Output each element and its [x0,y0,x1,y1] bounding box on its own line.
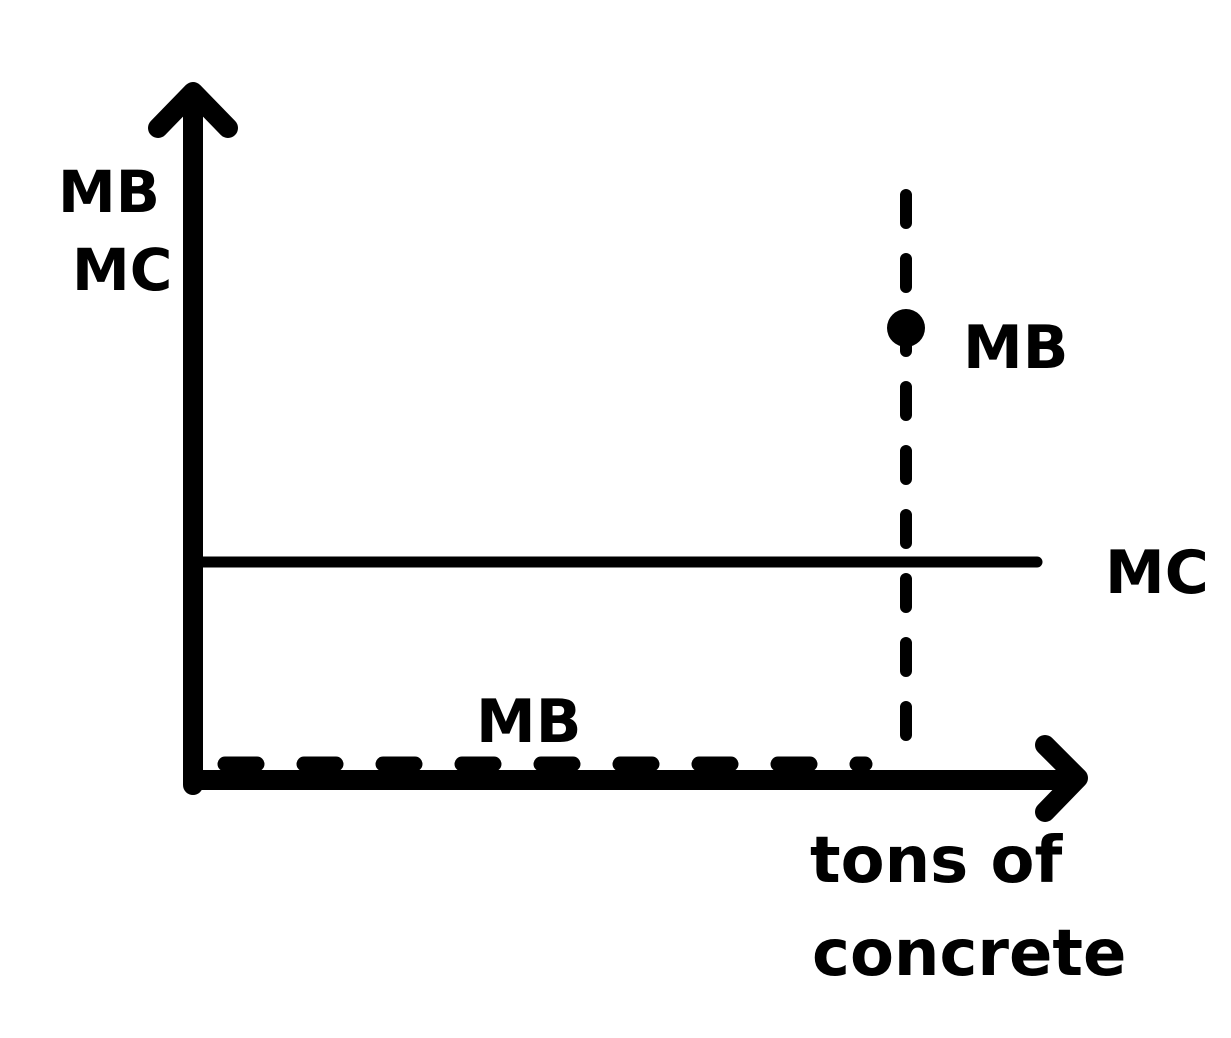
mb-point [887,309,925,347]
y-axis-label-mb: MB [58,158,160,226]
mb-point-label: MB [963,313,1068,383]
y-axis-arrowhead [148,82,238,138]
x-axis-arrowhead [1035,735,1088,822]
x-axis-label-line2: concrete [812,917,1126,991]
y-axis-label-mc: MC [72,236,172,304]
x-axis-label-line1: tons of [810,824,1063,898]
mc-curve-label: MC [1105,538,1209,608]
mb-line-label: MB [476,687,581,757]
